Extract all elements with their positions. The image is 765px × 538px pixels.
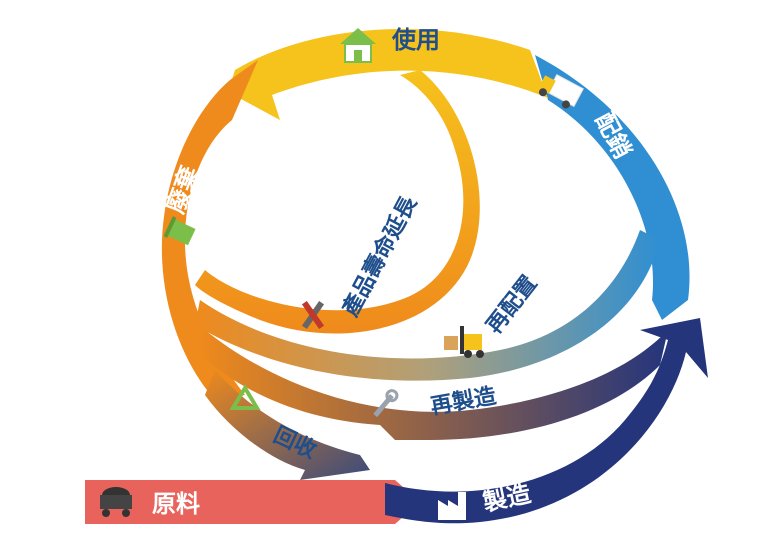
disposal-arc	[161, 60, 258, 400]
raw-material-bar	[85, 480, 420, 524]
label-redistribution: 再配置	[482, 271, 542, 338]
wrench-icon	[373, 389, 399, 418]
recycling-loop	[205, 370, 370, 480]
truck-icon	[538, 74, 584, 109]
tools-icon	[301, 300, 325, 330]
forklift-icon	[444, 326, 484, 358]
recycle-bin-icon	[163, 216, 196, 246]
factory-icon	[438, 492, 466, 520]
use-arc	[228, 28, 548, 120]
label-disposal: 廢棄	[161, 161, 204, 217]
coal-cart-icon	[100, 487, 132, 517]
label-raw-material: 原料	[152, 490, 200, 518]
manufacturing-arc	[385, 318, 708, 524]
remanufacturing-loop	[200, 330, 668, 440]
life-extension-loop	[195, 70, 480, 334]
redistribution-loop	[195, 230, 660, 381]
recycle-symbol-icon	[229, 384, 261, 410]
house-icon	[340, 28, 376, 63]
label-use: 使用	[391, 26, 440, 54]
